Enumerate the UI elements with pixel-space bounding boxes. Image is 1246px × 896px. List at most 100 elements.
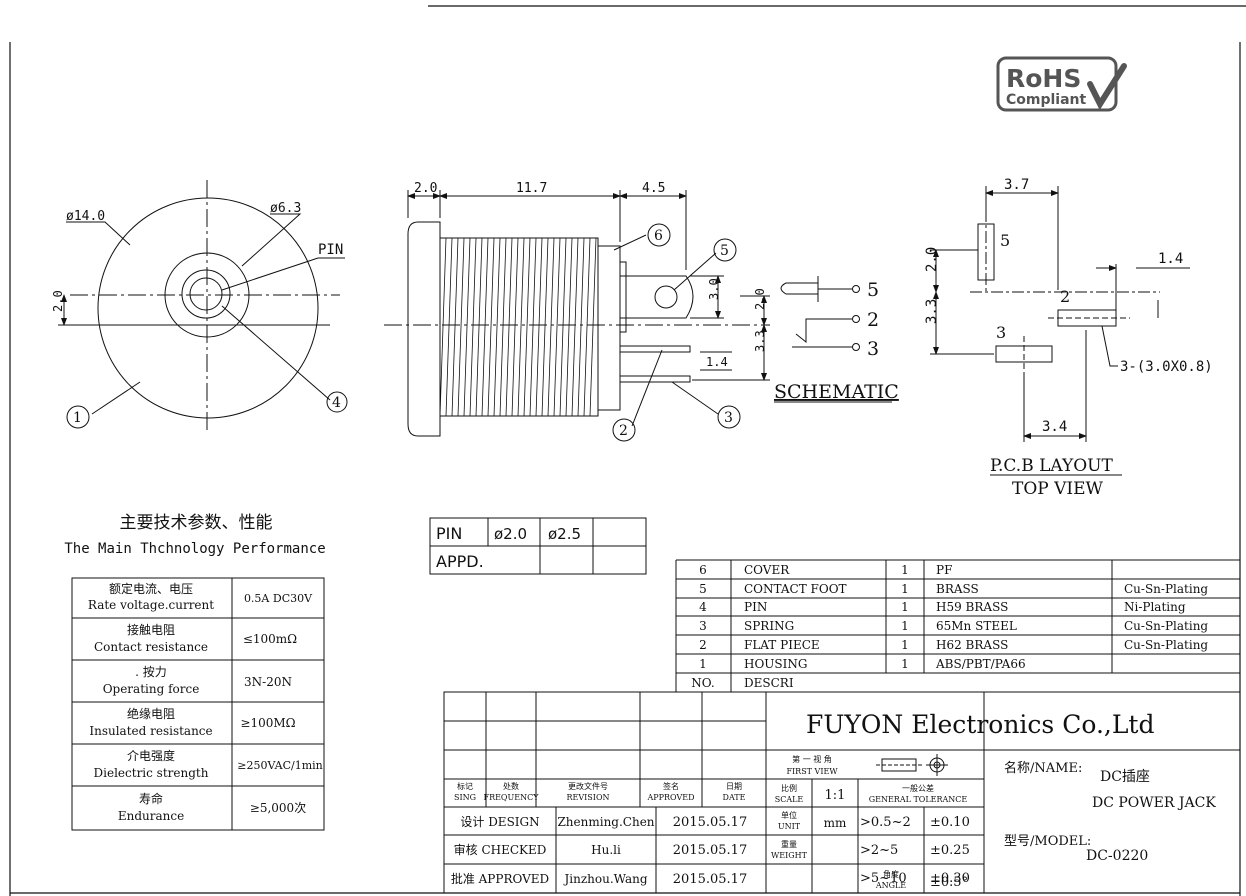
perf-value: ≥100MΩ bbox=[240, 716, 295, 730]
performance-rows: 额定电流、电压 Rate voltage.current 0.5A DC30V … bbox=[88, 581, 323, 823]
pcb-title: P.C.B LAYOUT bbox=[990, 456, 1113, 476]
tolerance-value: ±0.25 bbox=[930, 843, 970, 858]
bom-mat: H59 BRASS bbox=[936, 600, 1008, 614]
perf-en: Dielectric strength bbox=[94, 766, 209, 780]
perf-cn: 介电强度 bbox=[127, 748, 175, 763]
perf-value: ≥250VAC/1min bbox=[237, 759, 323, 772]
pin-table bbox=[429, 517, 647, 575]
perf-en: Contact resistance bbox=[94, 640, 208, 654]
bom-qty: 1 bbox=[901, 582, 909, 596]
dim-outer-diameter: ø14.0 bbox=[66, 209, 105, 224]
rev-header-cn: 标记 bbox=[457, 781, 473, 791]
dim-side-4-5: 4.5 bbox=[642, 181, 665, 196]
bom-finish: Cu-Sn-Plating bbox=[1124, 619, 1208, 633]
pcb-dim-2-0: 2.0 bbox=[924, 247, 940, 272]
bom-qty: 1 bbox=[901, 657, 909, 671]
dim-inner-diameter: ø6.3 bbox=[270, 201, 301, 216]
name-cn: DC插座 bbox=[1100, 769, 1150, 785]
bom-rows: 6 COVER 1 PF 5 CONTACT FOOT 1 BRASS Cu-S… bbox=[691, 563, 1208, 690]
performance-title-cn: 主要技术参数、性能 bbox=[120, 513, 273, 533]
bom-header-desc: DESCRI bbox=[744, 676, 794, 690]
dim-side-3-3: 3.3 bbox=[753, 330, 767, 352]
scale-cn: 比例 bbox=[781, 783, 797, 793]
bom-qty: 1 bbox=[901, 600, 909, 614]
weight-cn: 重量 bbox=[781, 839, 797, 849]
schematic-symbol bbox=[780, 276, 860, 351]
unit-en: UNIT bbox=[778, 822, 801, 831]
rev-header-cn: 签名 bbox=[663, 781, 679, 791]
rohs-logo-subtext: Compliant bbox=[1006, 92, 1087, 108]
bom-mat: 65Mn STEEL bbox=[936, 619, 1017, 633]
callout-4: 4 bbox=[332, 395, 341, 411]
tolerance-range: >0.5~2 bbox=[860, 815, 911, 830]
tolerance-value: ±0.10 bbox=[930, 815, 970, 830]
perf-value: ≤100mΩ bbox=[243, 632, 297, 646]
angle-en: ANGLE bbox=[875, 881, 906, 890]
pin-label: PIN bbox=[318, 242, 343, 258]
bom-finish: Ni-Plating bbox=[1124, 600, 1186, 614]
thread-lines bbox=[439, 237, 597, 417]
pin-table-appd: APPD. bbox=[436, 552, 484, 571]
schematic-pin-5: 5 bbox=[867, 279, 879, 301]
model-label: 型号/MODEL: bbox=[1004, 834, 1091, 849]
bom-header-no: NO. bbox=[691, 676, 714, 690]
tolerance-range: >2~5 bbox=[860, 843, 898, 858]
bom-mat: ABS/PBT/PA66 bbox=[935, 657, 1026, 671]
rev-header-en: SING bbox=[454, 793, 476, 802]
tolerance-cn: 一般公差 bbox=[902, 783, 934, 793]
performance-table bbox=[71, 577, 325, 831]
perf-value: 0.5A DC30V bbox=[244, 592, 313, 605]
bom-desc: SPRING bbox=[744, 619, 794, 633]
revision-headers: 标记 SING 处数 FREQUENCY 更改文件号 REVISION 签名 A… bbox=[454, 781, 746, 802]
approved-name: Jinzhou.Wang bbox=[562, 872, 647, 886]
perf-en: Operating force bbox=[103, 682, 200, 696]
perf-en: Rate voltage.current bbox=[88, 598, 214, 612]
rev-header-en: REVISION bbox=[567, 793, 610, 802]
checked-label: 审核 CHECKED bbox=[454, 842, 547, 857]
performance-title-en: The Main Thchnology Performance bbox=[64, 541, 325, 557]
bom-finish: Cu-Sn-Plating bbox=[1124, 582, 1208, 596]
pcb-dim-3-3: 3.3 bbox=[924, 299, 940, 324]
rev-header-en: DATE bbox=[723, 793, 746, 802]
callout-2: 2 bbox=[619, 423, 628, 439]
model-value: DC-0220 bbox=[1086, 848, 1148, 864]
design-label: 设计 DESIGN bbox=[460, 815, 539, 829]
perf-cn: . 按力 bbox=[135, 665, 167, 679]
pcb-dim-1-4: 1.4 bbox=[1158, 251, 1183, 267]
perf-en: Insulated resistance bbox=[89, 724, 212, 738]
checked-name: Hu.li bbox=[591, 843, 621, 857]
scale-en: SCALE bbox=[775, 795, 804, 804]
projection-en: FIRST VIEW bbox=[786, 767, 838, 776]
pcb-dim-3-4: 3.4 bbox=[1042, 419, 1067, 435]
bom-qty: 1 bbox=[901, 638, 909, 652]
perf-value: 3N-20N bbox=[244, 675, 292, 689]
perf-value: ≥5,000次 bbox=[250, 801, 306, 815]
company-name: FUYON Electronics Co.,Ltd bbox=[806, 710, 1155, 739]
design-name: Zhenming.Chen bbox=[557, 815, 654, 829]
angle-cn: 角度 bbox=[883, 869, 899, 879]
rohs-logo: RoHS Compliant bbox=[996, 56, 1127, 112]
schematic-pin-2: 2 bbox=[867, 309, 879, 331]
pcb-dim-3-7: 3.7 bbox=[1004, 177, 1029, 193]
bom-no: 2 bbox=[699, 638, 707, 652]
bom-qty: 1 bbox=[901, 563, 909, 577]
tolerance-value: ±0.5° bbox=[930, 875, 968, 890]
unit-value: mm bbox=[824, 816, 847, 830]
weight-en: WEIGHT bbox=[771, 851, 808, 860]
dim-side-2-0-v: 2.0 bbox=[753, 288, 767, 310]
bom-mat: PF bbox=[936, 563, 952, 577]
side-view bbox=[384, 190, 770, 442]
pcb-pad-note: 3-(3.0X0.8) bbox=[1120, 359, 1213, 375]
unit-cn: 单位 bbox=[781, 810, 797, 820]
rev-header-cn: 更改文件号 bbox=[568, 781, 608, 791]
projection-cell: 第 一 视 角 FIRST VIEW 比例 SCALE 一般公差 GENERAL… bbox=[771, 754, 967, 890]
bom-mat: H62 BRASS bbox=[936, 638, 1008, 652]
tolerance-en: GENERAL TOLERANCE bbox=[869, 795, 968, 804]
projection-cn: 第 一 视 角 bbox=[792, 754, 832, 764]
scale-value: 1:1 bbox=[825, 788, 846, 803]
dim-side-3-0: 3.0 bbox=[707, 278, 721, 300]
bom-desc: HOUSING bbox=[744, 657, 807, 671]
bom-finish: Cu-Sn-Plating bbox=[1124, 638, 1208, 652]
rev-header-en: APPROVED bbox=[646, 793, 694, 802]
